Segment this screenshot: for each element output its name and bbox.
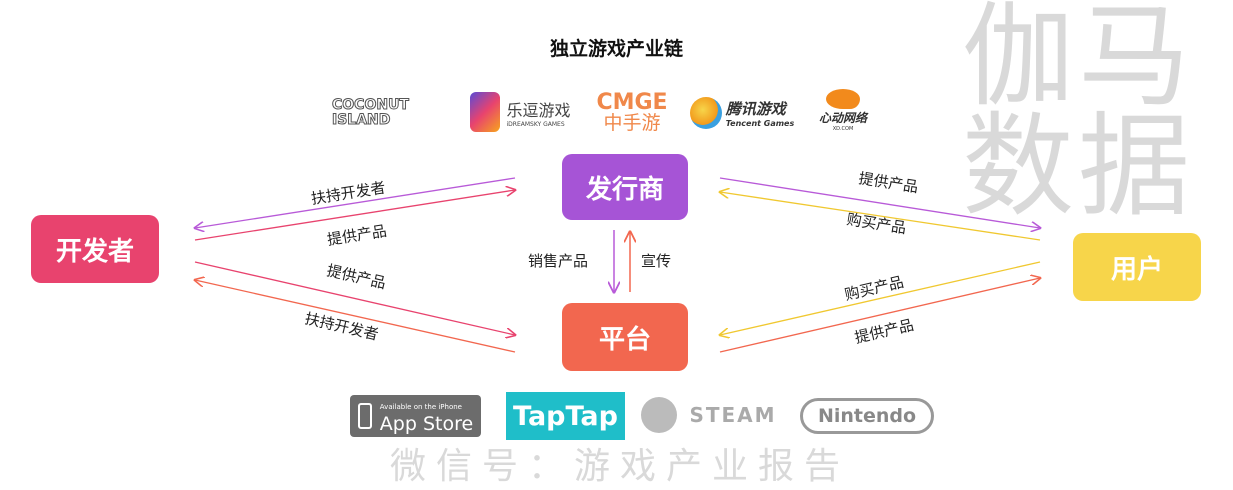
xd-icon (826, 88, 860, 109)
watermark-main: 伽马数据 (962, 0, 1194, 232)
node-publisher: 发行商 (562, 154, 688, 220)
logo-subtext: iDREAMSKY GAMES (506, 120, 565, 128)
label-pub-to-plat: 销售产品 (528, 252, 588, 270)
logo-subtext: Tencent Games (725, 119, 795, 128)
arrow-publisher-to-developer (195, 177, 516, 228)
arrow-platform-to-user (719, 278, 1040, 353)
label-plat-to-pub: 宣传 (641, 252, 671, 270)
logo-app-store: Available on the iPhone App Store (350, 395, 481, 437)
logo-idreamsky: 乐逗游戏 iDREAMSKY GAMES (458, 90, 583, 134)
logo-subtext: Available on the iPhone (379, 403, 462, 411)
logo-text: STEAM (689, 403, 777, 427)
logo-text: Nintendo (817, 405, 917, 427)
logo-cmge: CMGE 中手游 (592, 90, 672, 136)
logo-text: CMGE (596, 90, 668, 115)
logo-xd: 心动网络 XD.COM (813, 86, 873, 134)
steam-icon (641, 397, 678, 433)
label-user-to-pub: 购买产品 (845, 210, 907, 237)
idreamsky-icon (470, 92, 501, 132)
arrow-publisher-to-user (719, 177, 1040, 228)
logo-text: 乐逗游戏 (506, 100, 571, 120)
logo-text: TapTap (513, 400, 618, 432)
diagram-title: 独立游戏产业链 (549, 38, 683, 60)
tencent-games-icon (689, 97, 722, 129)
logo-subtext: 中手游 (603, 112, 661, 134)
label-plat-to-dev: 扶持开发者 (303, 309, 380, 343)
label-plat-to-user: 提供产品 (853, 316, 916, 347)
logo-text: COCONUT ISLAND (332, 97, 410, 128)
arrow-platform-to-developer (195, 280, 516, 353)
logo-text: 心动网络 (818, 110, 867, 125)
arrow-developer-to-platform (194, 261, 515, 335)
logo-steam: STEAM (638, 393, 780, 437)
label-dev-to-plat: 提供产品 (325, 261, 388, 292)
arrow-user-to-publisher (720, 192, 1041, 241)
label-dev-to-pub: 提供产品 (326, 222, 388, 249)
logo-text: 腾讯游戏 (725, 100, 786, 118)
logo-taptap: TapTap (506, 392, 625, 440)
node-user: 用户 (1073, 233, 1201, 301)
iphone-icon (357, 403, 372, 429)
logo-nintendo: Nintendo (800, 398, 934, 434)
logo-tencent-games: 腾讯游戏 Tencent Games (683, 92, 801, 134)
node-platform: 平台 (562, 303, 688, 371)
node-developer: 开发者 (31, 215, 159, 283)
logo-subtext: XD.COM (832, 125, 854, 132)
arrow-user-to-platform (720, 261, 1041, 335)
logo-coconut-island: COCONUT ISLAND (332, 92, 450, 134)
watermark-sub: 微信号：游戏产业报告 (390, 446, 851, 487)
arrow-developer-to-publisher (194, 190, 515, 241)
logo-text: App Store (379, 413, 474, 435)
label-pub-to-user: 提供产品 (857, 169, 919, 196)
